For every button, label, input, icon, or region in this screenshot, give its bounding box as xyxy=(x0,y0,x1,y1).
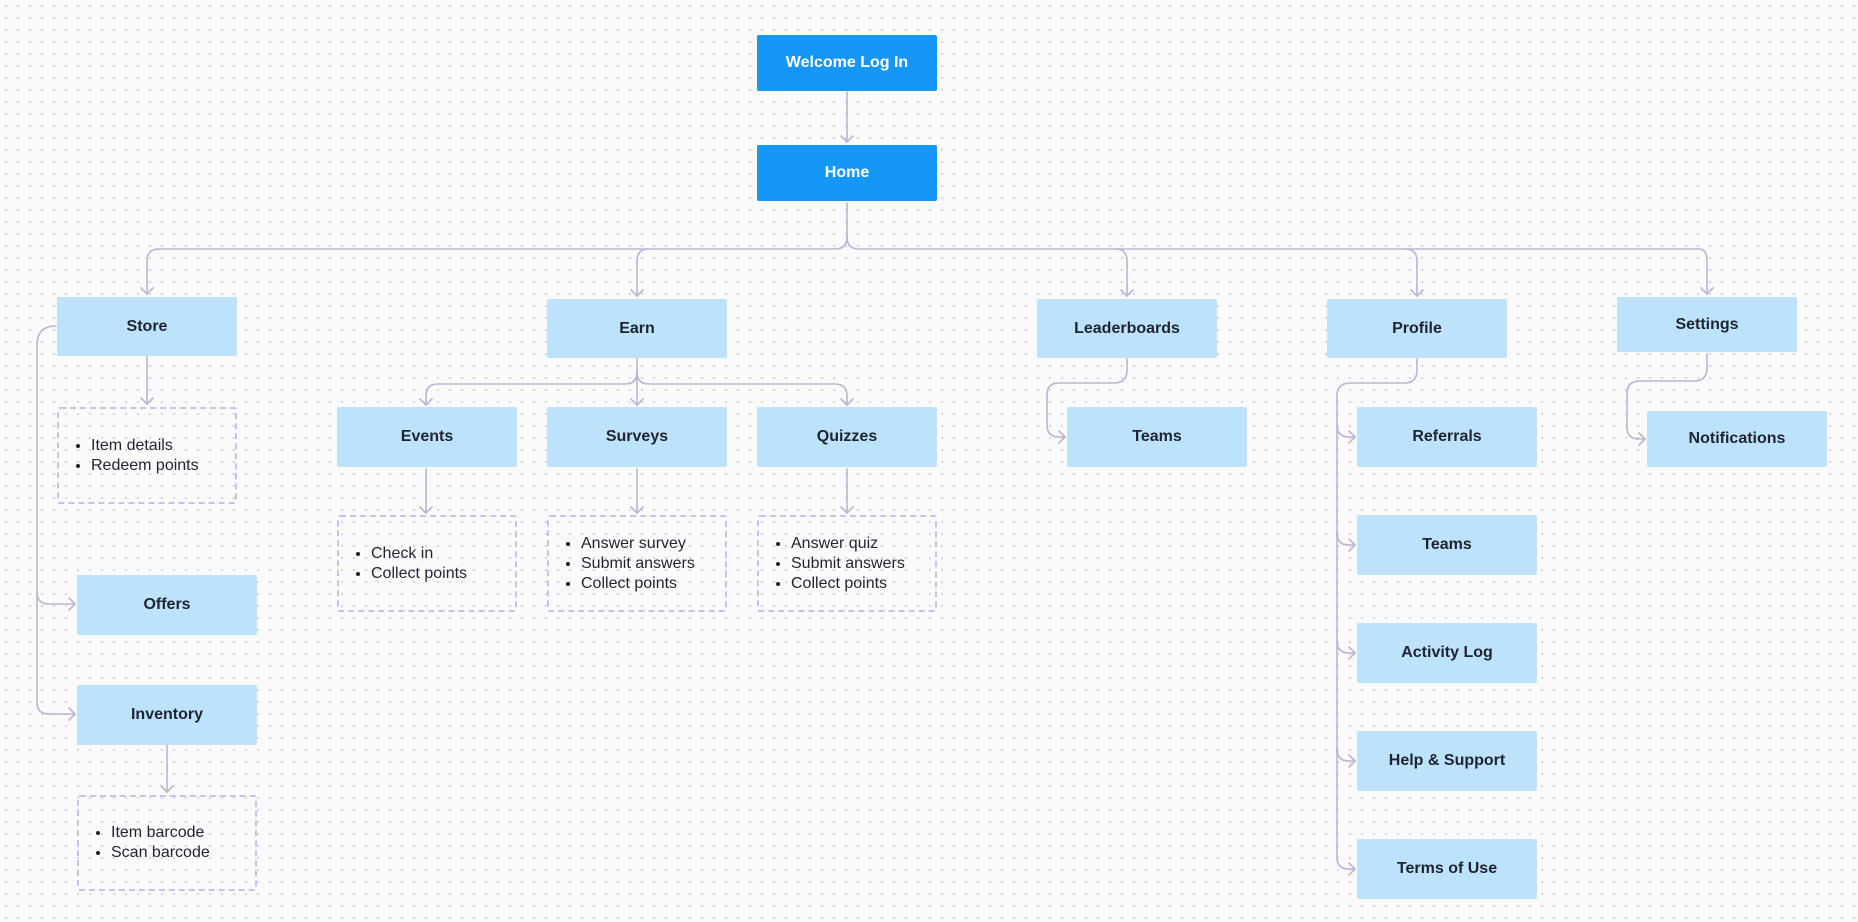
arrowhead xyxy=(1058,430,1066,444)
arrowhead xyxy=(630,289,644,297)
leaderboards-node[interactable]: Leaderboards xyxy=(1037,299,1217,358)
connector-inventory xyxy=(36,591,76,715)
arrowhead xyxy=(68,707,76,721)
surveys-node[interactable]: Surveys xyxy=(547,407,727,467)
notifications-node[interactable]: Notifications xyxy=(1647,411,1827,467)
arrowhead xyxy=(1120,289,1134,297)
list-item: Collect points xyxy=(371,564,467,584)
arrowhead xyxy=(630,506,644,514)
arrowhead xyxy=(140,397,154,405)
connector-leaderboards xyxy=(1114,248,1128,297)
arrowhead xyxy=(419,506,433,514)
quizzes-notes: Answer quiz Submit answers Collect point… xyxy=(757,515,937,612)
arrowhead xyxy=(68,597,76,611)
store-notes: Item details Redeem points xyxy=(57,407,237,504)
inventory-notes: Item barcode Scan barcode xyxy=(77,795,257,891)
connector-help xyxy=(1336,748,1356,762)
connector-settings-notifications xyxy=(1626,353,1708,440)
arrowhead xyxy=(840,398,854,406)
arrowhead xyxy=(160,785,174,793)
list-item: Check in xyxy=(371,544,467,564)
arrowhead xyxy=(419,398,433,406)
quizzes-node[interactable]: Quizzes xyxy=(757,407,937,467)
connector-quizzes xyxy=(636,371,848,406)
arrowhead xyxy=(840,135,854,143)
help-support-node[interactable]: Help & Support xyxy=(1357,731,1537,791)
inventory-node[interactable]: Inventory xyxy=(77,685,257,745)
list-item: Item barcode xyxy=(111,823,210,843)
offers-node[interactable]: Offers xyxy=(77,575,257,635)
store-node[interactable]: Store xyxy=(57,297,237,356)
activity-log-node[interactable]: Activity Log xyxy=(1357,623,1537,683)
list-item: Collect points xyxy=(791,574,905,594)
list-item: Submit answers xyxy=(581,554,695,574)
arrowhead xyxy=(140,287,154,295)
list-item: Scan barcode xyxy=(111,843,210,863)
connector-profile-children xyxy=(1336,357,1418,870)
events-node[interactable]: Events xyxy=(337,407,517,467)
surveys-notes: Answer survey Submit answers Collect poi… xyxy=(547,515,727,612)
welcome-login-node[interactable]: Welcome Log In xyxy=(757,35,937,91)
connector-profile xyxy=(1404,248,1418,297)
settings-node[interactable]: Settings xyxy=(1617,297,1797,352)
arrowhead xyxy=(840,506,854,514)
list-item: Answer quiz xyxy=(791,534,905,554)
connector-activity xyxy=(1336,640,1356,654)
connector-earn-children xyxy=(425,357,638,406)
connector-earn xyxy=(636,248,650,297)
connector-referrals xyxy=(1336,424,1356,438)
referrals-node[interactable]: Referrals xyxy=(1357,407,1537,467)
connector-home-earn xyxy=(846,236,1708,295)
events-notes: Check in Collect points xyxy=(337,515,517,612)
connector-leaderboards-teams xyxy=(1046,357,1128,438)
arrowhead xyxy=(1638,432,1646,446)
list-item: Collect points xyxy=(581,574,695,594)
connector-home-branches xyxy=(146,202,848,295)
list-item: Submit answers xyxy=(791,554,905,574)
earn-node[interactable]: Earn xyxy=(547,299,727,358)
leaderboards-teams-node[interactable]: Teams xyxy=(1067,407,1247,467)
arrowhead xyxy=(1348,862,1356,876)
list-item: Item details xyxy=(91,436,199,456)
arrowhead xyxy=(630,398,644,406)
terms-of-use-node[interactable]: Terms of Use xyxy=(1357,839,1537,899)
list-item: Answer survey xyxy=(581,534,695,554)
arrowhead xyxy=(1700,287,1714,295)
connector-teams xyxy=(1336,532,1356,546)
home-node[interactable]: Home xyxy=(757,145,937,201)
arrowhead xyxy=(1410,289,1424,297)
list-item: Redeem points xyxy=(91,456,199,476)
profile-node[interactable]: Profile xyxy=(1327,299,1507,358)
profile-teams-node[interactable]: Teams xyxy=(1357,515,1537,575)
